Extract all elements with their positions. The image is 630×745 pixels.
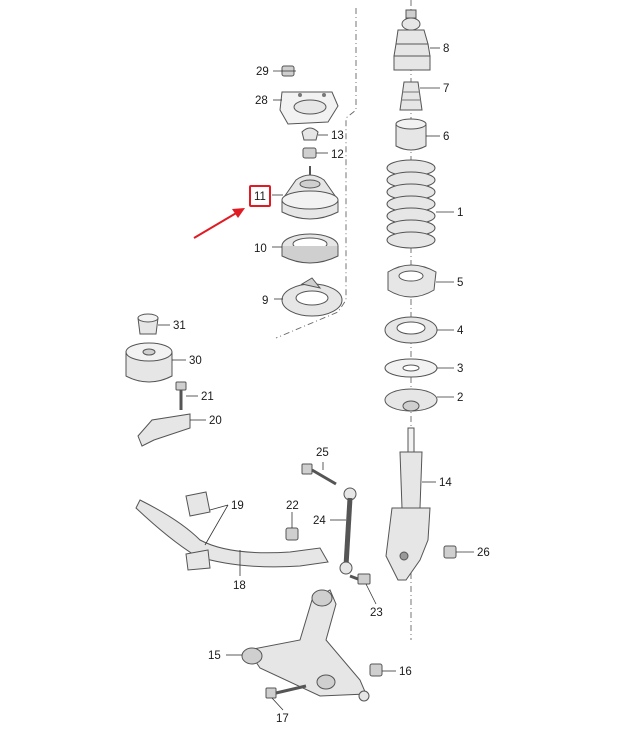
bolt-17: [265, 684, 307, 699]
label-30: 30: [189, 355, 202, 367]
nut-12: [302, 147, 317, 159]
washer-3: [384, 358, 438, 378]
label-13: 13: [331, 130, 344, 142]
label-10: 10: [254, 243, 267, 255]
label-14: 14: [439, 477, 452, 489]
label-8: 8: [443, 43, 449, 55]
bracket-20: [137, 413, 191, 447]
label-17: 17: [276, 713, 289, 725]
bump-stop-boot-8: [393, 9, 431, 71]
label-19: 19: [231, 500, 244, 512]
protective-tube-6: [395, 118, 427, 151]
label-28: 28: [255, 95, 268, 107]
callout-labels: 29 28 13 12 11 10 9 8 7 6 1 5 4 3 2 14 2…: [173, 43, 490, 725]
label-21: 21: [201, 391, 214, 403]
label-9: 9: [262, 295, 268, 307]
label-31: 31: [173, 320, 186, 332]
strut-mount-11: [281, 166, 339, 220]
bolt-21: [175, 381, 187, 410]
label-23: 23: [370, 607, 383, 619]
label-11: 11: [254, 191, 266, 203]
label-20: 20: [209, 415, 222, 427]
nut-16: [369, 663, 383, 677]
bushing-30: [125, 342, 173, 383]
label-26: 26: [477, 547, 490, 559]
label-22: 22: [286, 500, 299, 512]
coil-spring-1: [386, 159, 436, 249]
shock-absorber-14: [385, 427, 431, 581]
label-5: 5: [457, 277, 463, 289]
label-6: 6: [443, 131, 449, 143]
highlight-box-11: [249, 185, 271, 207]
cap-31: [137, 313, 159, 335]
control-arm-15: [241, 589, 370, 702]
spring-seat-9: [281, 277, 343, 317]
label-1: 1: [457, 207, 463, 219]
bolt-23: [349, 573, 371, 585]
label-12: 12: [331, 149, 344, 161]
stabilizer-bar-18: [135, 499, 329, 568]
coupling-rod-24: [339, 487, 357, 575]
strut-bearing-plate-28: [279, 91, 339, 125]
label-18: 18: [233, 580, 246, 592]
spring-plate-2: [384, 388, 438, 412]
label-24: 24: [313, 515, 326, 527]
label-4: 4: [457, 325, 464, 337]
red-arrow-icon: [193, 208, 245, 239]
label-16: 16: [399, 666, 412, 678]
label-3: 3: [457, 363, 463, 375]
cap-13: [301, 127, 319, 141]
label-2: 2: [457, 392, 463, 404]
bolt-25: [301, 463, 337, 486]
label-25: 25: [316, 447, 329, 459]
bushing-19: [185, 491, 211, 571]
nut-22: [285, 527, 299, 541]
spring-seat-5: [387, 264, 437, 298]
spring-pad-4: [384, 316, 438, 344]
label-15: 15: [208, 650, 221, 662]
nut-26: [443, 545, 457, 559]
bearing-ring-10: [281, 233, 339, 264]
label-29: 29: [256, 66, 269, 78]
leader-lines: [158, 47, 474, 711]
bump-stop-7: [399, 81, 423, 111]
label-7: 7: [443, 83, 449, 95]
